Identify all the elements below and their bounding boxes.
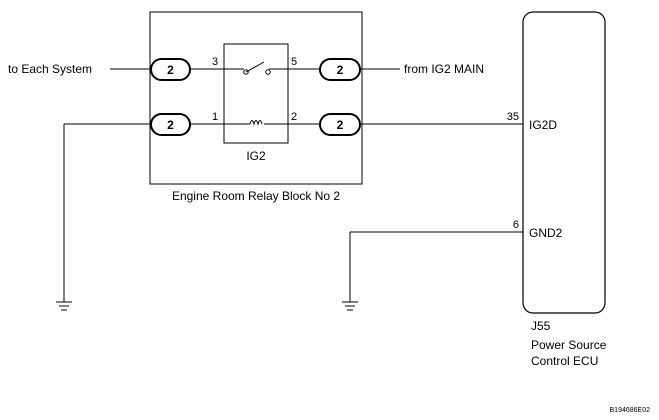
connector-pin3: 2 bbox=[150, 58, 191, 81]
connector-number: 2 bbox=[337, 118, 344, 132]
ecu-pin-ig2d-number: 35 bbox=[507, 111, 519, 123]
ecu-code-label: J55 bbox=[531, 319, 551, 333]
figure-code: B194686E02 bbox=[610, 407, 651, 414]
label-to-each-system: to Each System bbox=[8, 62, 92, 76]
ground-symbol-left bbox=[56, 301, 72, 311]
connector-pin1: 2 bbox=[150, 113, 191, 136]
ecu-box bbox=[522, 11, 606, 314]
label-from-ig2-main: from IG2 MAIN bbox=[404, 62, 484, 76]
relay-coil bbox=[249, 120, 263, 126]
ecu-name-line1: Power Source bbox=[531, 338, 607, 352]
connector-number: 2 bbox=[167, 63, 174, 77]
relay-ig2-box bbox=[223, 43, 289, 144]
ecu-pin-ig2d-name: IG2D bbox=[529, 118, 557, 132]
ground-symbol-right bbox=[342, 301, 358, 311]
ecu-name-line2: Control ECU bbox=[531, 354, 598, 368]
ecu-pin-gnd2-number: 6 bbox=[513, 219, 519, 231]
relay-switch-contact bbox=[243, 61, 271, 75]
ecu-pin-gnd2-name: GND2 bbox=[529, 226, 563, 240]
relay-pin-2: 2 bbox=[291, 111, 297, 123]
connector-pin5: 2 bbox=[319, 58, 361, 81]
relay-pin-1: 1 bbox=[212, 111, 218, 123]
relay-pin-5: 5 bbox=[291, 56, 297, 68]
connector-pin2: 2 bbox=[319, 113, 361, 136]
connector-number: 2 bbox=[337, 63, 344, 77]
connector-number: 2 bbox=[167, 118, 174, 132]
relay-block-label: Engine Room Relay Block No 2 bbox=[172, 189, 340, 203]
relay-block-outline bbox=[149, 11, 363, 185]
relay-name-label: IG2 bbox=[246, 149, 266, 163]
relay-pin-3: 3 bbox=[212, 56, 218, 68]
